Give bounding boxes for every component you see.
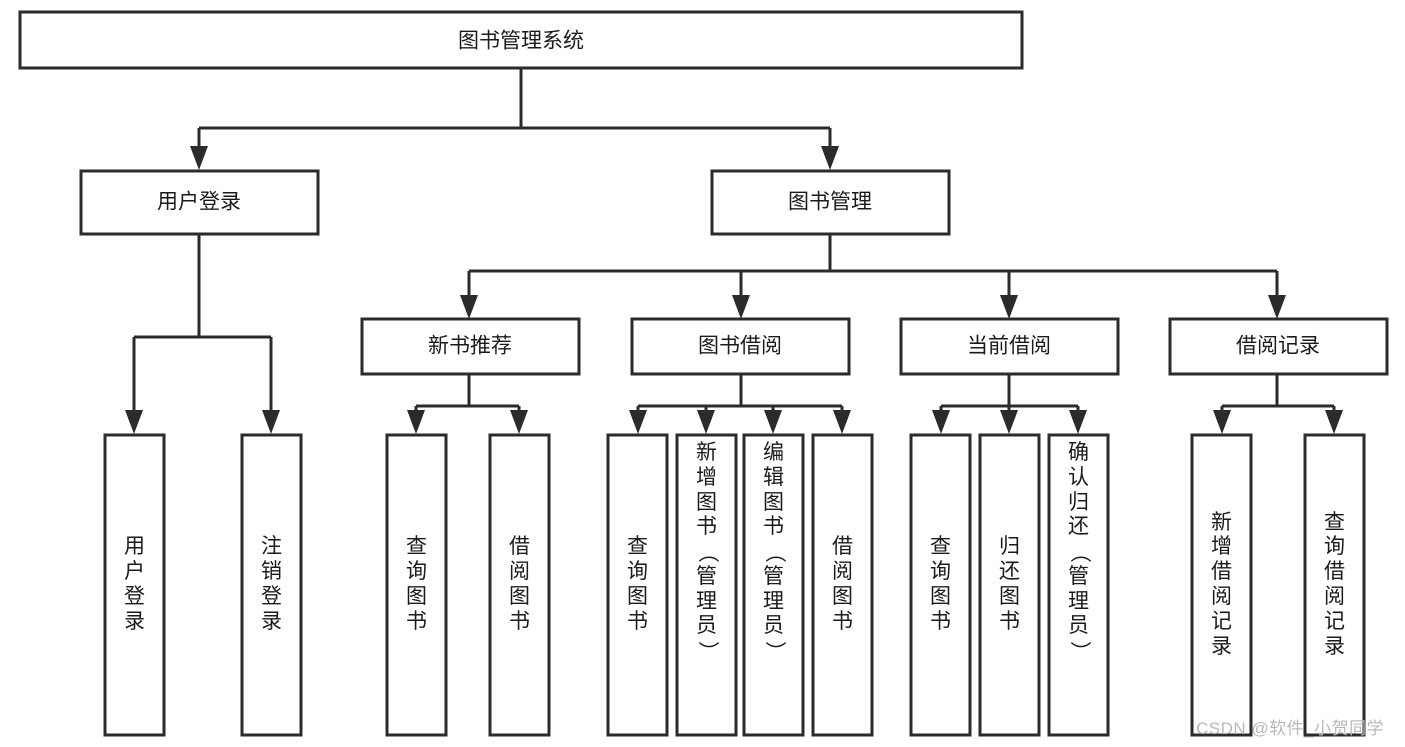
arrowhead-leaf-query-book-3 <box>932 410 950 434</box>
connector-layer <box>125 68 1343 434</box>
node-box-leaf-add-record[interactable] <box>1190 433 1253 737</box>
arrowhead-leaf-borrow-book-2 <box>833 410 851 434</box>
arrowhead-borrow-record <box>1268 295 1286 319</box>
node-label-new-book-recommend: 新书推荐 <box>428 335 512 358</box>
arrowhead-leaf-user-login <box>125 410 143 434</box>
node-box-leaf-query-book-3[interactable] <box>909 433 972 737</box>
arrowhead-new-book-recommend <box>460 295 478 319</box>
node-box-leaf-borrow-book-1[interactable] <box>488 433 551 737</box>
node-box-leaf-confirm-return[interactable] <box>1047 433 1110 737</box>
arrowhead-leaf-borrow-book-1 <box>510 410 528 434</box>
arrowhead-current-borrow <box>1000 295 1018 319</box>
node-label-borrow-record: 借阅记录 <box>1236 335 1320 358</box>
node-label-book-borrow: 图书借阅 <box>698 335 782 358</box>
arrowhead-book-borrow <box>732 295 750 319</box>
node-layer: 图书管理系统 用户登录 图书管理 新书推荐 图书借阅 当前借阅 借阅记录 <box>18 10 1389 737</box>
node-box-book-management[interactable] <box>710 169 951 236</box>
node-label-user-login: 用户登录 <box>157 191 241 214</box>
node-box-root[interactable] <box>18 10 1024 70</box>
arrowhead-leaf-query-record <box>1325 410 1343 434</box>
node-box-leaf-user-login[interactable] <box>103 433 166 737</box>
arrowhead-leaf-edit-book <box>764 410 782 434</box>
arrowhead-leaf-return-book <box>1000 410 1018 434</box>
node-box-leaf-query-book-1[interactable] <box>385 433 448 737</box>
node-box-leaf-query-book-2[interactable] <box>606 433 669 737</box>
arrowhead-leaf-add-book <box>697 410 715 434</box>
arrowhead-book-management <box>821 146 839 170</box>
node-box-book-borrow[interactable] <box>630 317 851 376</box>
node-box-user-login[interactable] <box>79 169 320 236</box>
arrowhead-leaf-query-book-1 <box>407 410 425 434</box>
node-box-leaf-edit-book[interactable] <box>742 433 805 737</box>
arrowhead-leaf-confirm-return <box>1069 410 1087 434</box>
node-box-borrow-record[interactable] <box>1168 317 1389 376</box>
node-box-leaf-add-book[interactable] <box>675 433 738 737</box>
node-label-book-management: 图书管理 <box>788 191 872 214</box>
node-box-current-borrow[interactable] <box>899 317 1120 376</box>
node-label-root: 图书管理系统 <box>458 30 584 53</box>
node-box-new-book-recommend[interactable] <box>360 317 581 376</box>
node-box-leaf-user-logout[interactable] <box>240 433 303 737</box>
csdn-watermark: CSDN @软件_小贺同学 <box>1196 719 1385 738</box>
node-box-leaf-query-record[interactable] <box>1303 433 1366 737</box>
node-label-current-borrow: 当前借阅 <box>967 335 1051 358</box>
arrowhead-leaf-query-book-2 <box>629 410 647 434</box>
node-box-leaf-borrow-book-2[interactable] <box>811 433 874 737</box>
arrowhead-leaf-add-record <box>1213 410 1231 434</box>
arrowhead-leaf-user-logout <box>262 410 280 434</box>
arrowhead-user-login <box>190 146 208 170</box>
node-box-leaf-return-book[interactable] <box>978 433 1041 737</box>
